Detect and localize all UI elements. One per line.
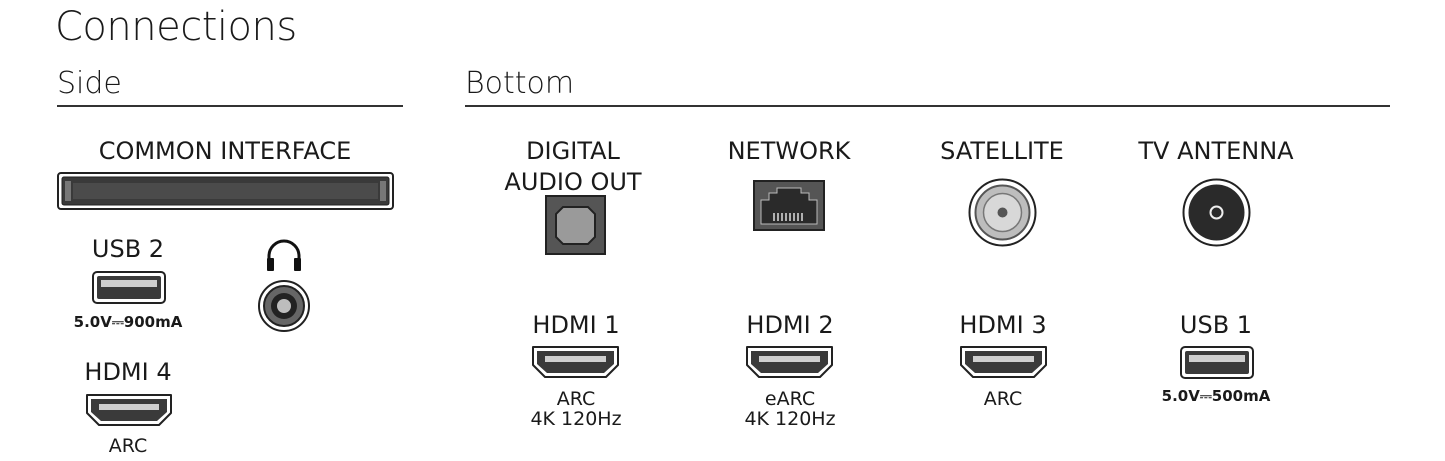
optical-port-icon	[545, 195, 606, 255]
usb1-power-label: 5.0V⎓500mA	[1161, 387, 1271, 405]
headphone-jack-icon	[258, 280, 310, 332]
satellite-label: SATELLITE	[940, 137, 1064, 165]
common-interface-label: COMMON INTERFACE	[98, 137, 352, 165]
hdmi3-port-icon	[960, 346, 1047, 378]
usb1-label: USB 1	[1179, 311, 1253, 339]
usb1-port-icon	[1180, 346, 1254, 379]
side-divider	[57, 105, 403, 107]
network-label: NETWORK	[727, 137, 851, 165]
hdmi4-port-icon	[86, 394, 172, 426]
hdmi3-label: HDMI 3	[959, 311, 1047, 339]
antenna-connector-icon	[1182, 178, 1251, 247]
section-bottom-heading: Bottom	[465, 66, 575, 101]
hdmi2-label: HDMI 2	[746, 311, 834, 339]
tv-antenna-label: TV ANTENNA	[1138, 137, 1294, 165]
usb2-port-icon	[92, 271, 166, 304]
usb2-power-label: 5.0V⎓900mA	[73, 313, 183, 331]
hdmi2-sub-label: eARC 4K 120Hz	[744, 388, 836, 430]
hdmi2-port-icon	[746, 346, 833, 378]
satellite-connector-icon	[968, 178, 1037, 247]
usb2-label: USB 2	[91, 235, 165, 263]
bottom-divider	[465, 105, 1390, 107]
section-side-heading: Side	[57, 66, 122, 101]
ethernet-port-icon	[753, 180, 825, 231]
headphone-icon	[267, 239, 301, 271]
page-title: Connections	[55, 4, 297, 50]
hdmi4-label: HDMI 4	[84, 358, 172, 386]
common-interface-slot-icon	[57, 172, 394, 210]
hdmi1-label: HDMI 1	[532, 311, 620, 339]
hdmi1-sub-label: ARC 4K 120Hz	[530, 388, 622, 430]
digital-audio-out-label: DIGITAL AUDIO OUT	[504, 137, 642, 196]
hdmi4-sub-label: ARC	[108, 435, 148, 457]
hdmi3-sub-label: ARC	[983, 388, 1023, 410]
hdmi1-port-icon	[532, 346, 619, 378]
